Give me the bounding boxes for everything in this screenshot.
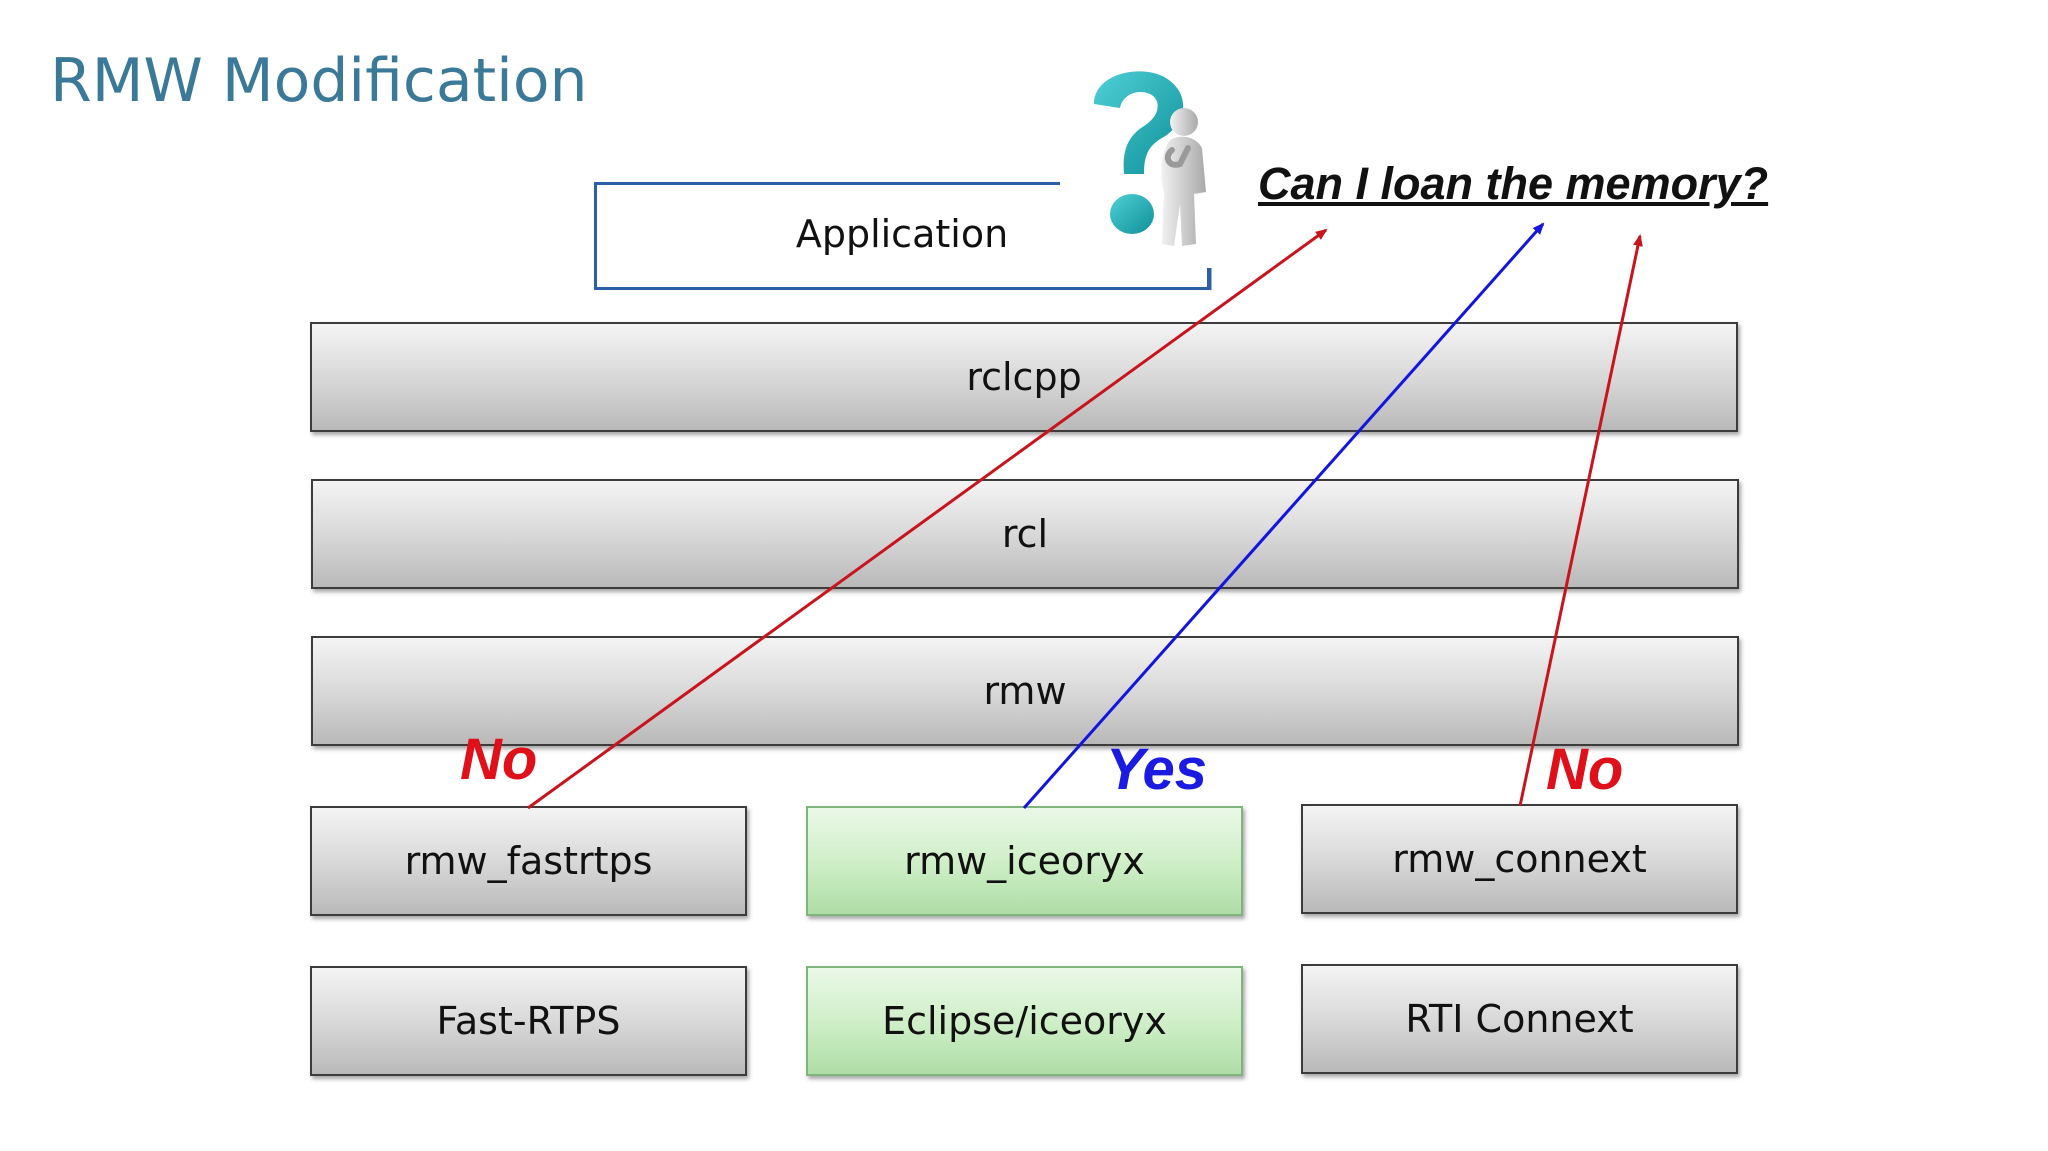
layer-rcl: rcl [311, 479, 1739, 589]
fastrtps-answer: No [460, 727, 538, 792]
slide-title: RMW Modification [50, 46, 588, 116]
question-text: Can I loan the memory? [1258, 158, 1769, 209]
rmw-fastrtps-box: rmw_fastrtps [310, 806, 747, 916]
iceoryx-answer: Yes [1106, 737, 1208, 802]
rmw-connext-box: rmw_connext [1301, 804, 1738, 914]
layer-rclcpp: rclcpp [310, 322, 1738, 432]
question-mark-thinker-icon [1094, 71, 1206, 246]
rti-connext-box: RTI Connext [1301, 964, 1738, 1074]
eclipse-iceoryx-box: Eclipse/iceoryx [806, 966, 1243, 1076]
fast-rtps-box: Fast-RTPS [310, 966, 747, 1076]
rmw-iceoryx-box: rmw_iceoryx [806, 806, 1243, 916]
connext-answer: No [1546, 737, 1624, 802]
